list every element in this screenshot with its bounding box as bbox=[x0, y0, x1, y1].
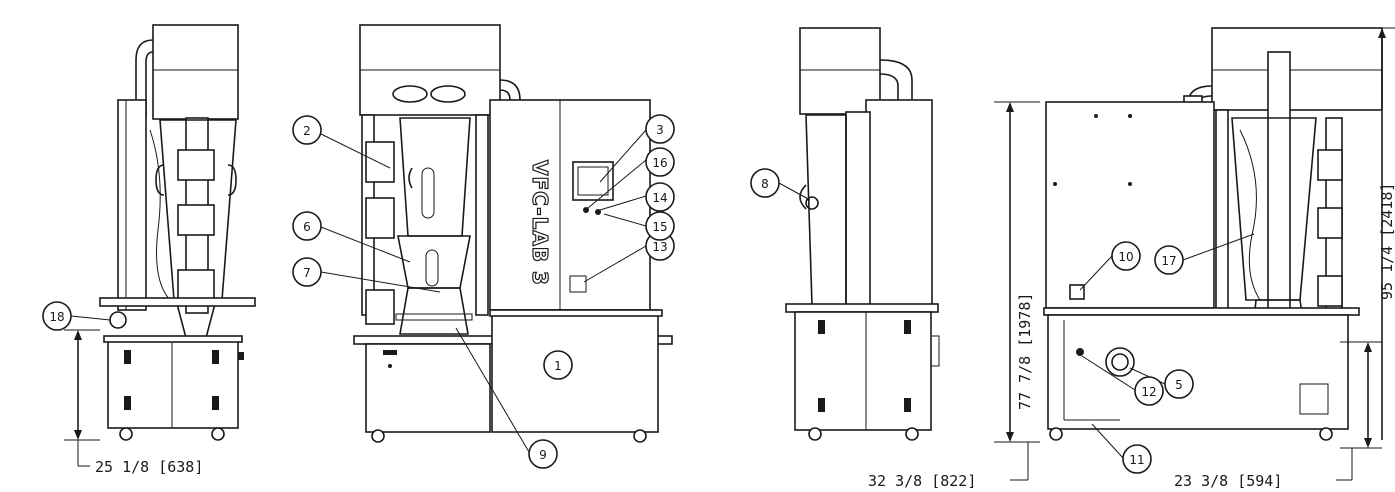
svg-text:3: 3 bbox=[656, 123, 664, 137]
svg-text:18: 18 bbox=[49, 310, 64, 324]
rear-view bbox=[994, 27, 1395, 481]
brand-label: VFC-LAB 3 bbox=[528, 160, 552, 286]
callout-17: 17 bbox=[1154, 245, 1184, 275]
callout-8: 8 bbox=[750, 168, 780, 198]
callout-14: 14 bbox=[645, 182, 675, 212]
leader-lines bbox=[70, 129, 1255, 459]
callout-11: 11 bbox=[1122, 444, 1152, 474]
callout-5: 5 bbox=[1164, 369, 1194, 399]
front-view: VFC-LAB 3 bbox=[353, 24, 673, 443]
dimension-left-width: 25 1/8 [638] bbox=[95, 458, 203, 476]
svg-text:8: 8 bbox=[761, 177, 769, 191]
svg-text:7: 7 bbox=[303, 266, 311, 280]
svg-text:17: 17 bbox=[1161, 254, 1176, 268]
callout-10: 10 bbox=[1111, 241, 1141, 271]
svg-text:1: 1 bbox=[554, 359, 562, 373]
svg-text:13: 13 bbox=[652, 240, 667, 254]
dimension-right-width: 23 3/8 [594] bbox=[1174, 472, 1282, 490]
svg-text:16: 16 bbox=[652, 156, 667, 170]
svg-text:14: 14 bbox=[652, 191, 667, 205]
svg-text:5: 5 bbox=[1175, 378, 1183, 392]
dimension-mid-width: 32 3/8 [822] bbox=[868, 472, 976, 490]
callout-12: 12 bbox=[1134, 376, 1164, 406]
svg-text:11: 11 bbox=[1129, 453, 1144, 467]
callout-3: 3 bbox=[645, 114, 675, 144]
callout-1: 1 bbox=[543, 350, 573, 380]
dimension-height-upper: 77 7/8 [1978] bbox=[1016, 293, 1034, 410]
callout-7: 7 bbox=[292, 257, 322, 287]
left-side-view bbox=[64, 24, 256, 467]
callout-6: 6 bbox=[292, 211, 322, 241]
svg-text:15: 15 bbox=[652, 220, 667, 234]
svg-text:2: 2 bbox=[303, 124, 311, 138]
dimension-height-total: 95 1/4 [2418] bbox=[1378, 183, 1395, 300]
svg-text:10: 10 bbox=[1118, 250, 1133, 264]
svg-text:6: 6 bbox=[303, 220, 311, 234]
callout-16: 16 bbox=[645, 147, 675, 177]
callout-2: 2 bbox=[292, 115, 322, 145]
callout-18: 18 bbox=[42, 301, 72, 331]
svg-text:12: 12 bbox=[1141, 385, 1156, 399]
right-side-view bbox=[785, 27, 940, 441]
svg-text:9: 9 bbox=[539, 448, 547, 462]
callout-9: 9 bbox=[528, 439, 558, 469]
callout-15: 15 bbox=[645, 211, 675, 241]
